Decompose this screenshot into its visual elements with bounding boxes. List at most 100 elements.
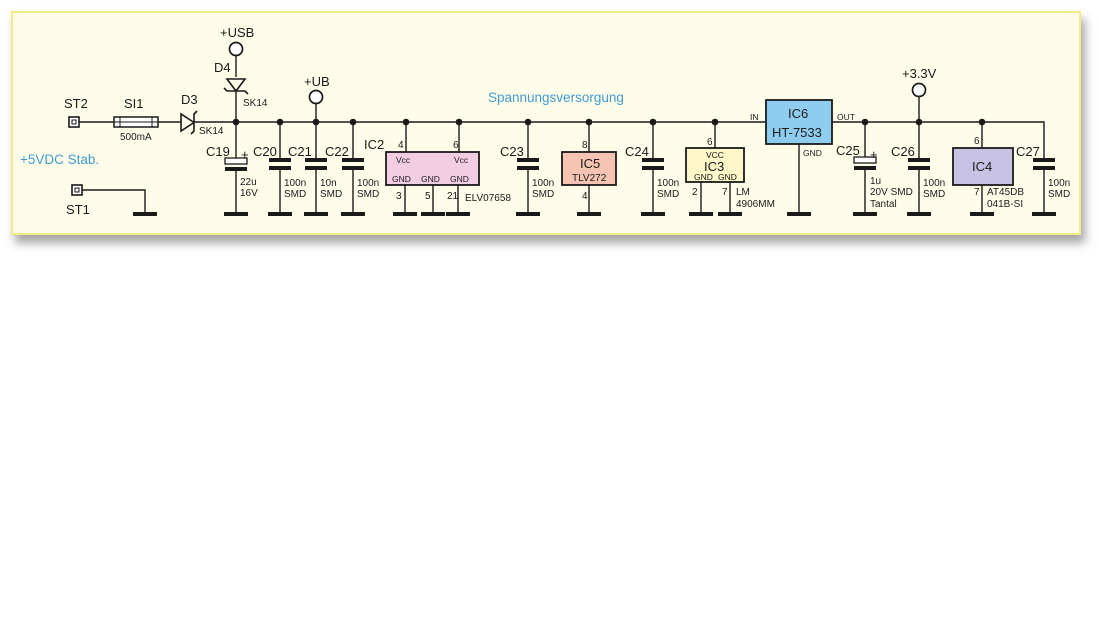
diode-d3-part: SK14 [199,126,224,137]
connector-st1-label: ST1 [66,202,90,217]
junction-dot [312,118,320,126]
ic3-body [685,147,745,183]
ic5-pin-4: 4 [582,191,588,202]
capacitor-c25-plus: + [870,147,878,162]
net-usb: +USB [220,25,254,57]
ic5-ref: IC5 [580,156,600,171]
net-3v3: +3.3V [902,66,937,98]
ic3-gnd1-label: GND [694,172,713,182]
capacitor-c22-value: 100n [357,178,379,189]
capacitor-c20-ref: C20 [253,144,277,159]
capacitor-c27-value: 100n [1048,178,1070,189]
capacitor-c21-ref: C21 [288,144,312,159]
ic3-part-line2: 4906MM [736,199,775,210]
ic2-vcc1-label: Vcc [396,155,411,165]
net-ub: +UB [304,74,330,105]
capacitor-c27-ref: C27 [1016,144,1040,159]
ic5-pin-8: 8 [582,140,588,151]
net-3v3-label: +3.3V [902,66,937,81]
ground-symbol [133,212,157,216]
wire-st1-ground [82,189,146,213]
ic2-pin-4: 4 [398,140,404,151]
ic6-ref: IC6 [788,106,808,121]
ic5: 8 IC5 TLV272 4 [561,122,617,216]
ic2: IC2 4 6 Vcc Vcc GND GND GND 3 5 21 ELV07… [364,122,511,216]
diagram-title: Spannungsversorgung [488,90,624,105]
capacitor-c25: C25 + 1u 20V SMD Tantal [836,122,913,216]
ic3-vcc-label: VCC [706,150,724,160]
capacitor-c20-type: SMD [284,189,306,200]
ic4-body [952,147,1014,186]
fuse-ref: SI1 [124,96,144,111]
ic4-ref: IC4 [972,159,992,174]
capacitor-c21-value: 10n [320,178,337,189]
ic6-in-label: IN [750,112,759,122]
ic2-body [385,151,480,186]
junction-dot [711,118,719,126]
ic2-pin-3: 3 [396,191,402,202]
capacitor-c19-plus: + [241,147,249,162]
ic2-pin-5: 5 [425,191,431,202]
junction-dot [349,118,357,126]
diode-d3-ref: D3 [181,92,198,107]
capacitor-c23-ref: C23 [500,144,524,159]
input-voltage-label: +5VDC Stab. [20,152,99,167]
junction-dot [455,118,463,126]
ic3-part-line1: LM [736,187,750,198]
ic2-pin-6: 6 [453,140,459,151]
capacitor-c25-voltage: 20V SMD [870,187,913,198]
ic3-pin-6: 6 [707,137,713,148]
capacitor-c27-type: SMD [1048,189,1070,200]
connector-st2-label: ST2 [64,96,88,111]
diode-d4-part: SK14 [243,98,268,109]
junction-dot [585,118,593,126]
junction-dot [861,118,869,126]
capacitor-c22-type: SMD [357,189,379,200]
junction-dot [524,118,532,126]
ic5-part: TLV272 [572,173,607,184]
ic2-gnd2-label: GND [421,174,440,184]
ic2-ref: IC2 [364,137,384,152]
capacitor-c25-value: 1u [870,176,881,187]
capacitor-c19-ref: C19 [206,144,230,159]
capacitor-c26-ref: C26 [891,144,915,159]
diode-d3: D3 SK14 [180,92,224,137]
junction-dot [649,118,657,126]
junction-dot [915,118,923,126]
ic6-body [765,99,833,145]
capacitor-c22-ref: C22 [325,144,349,159]
ic2-vcc2-label: Vcc [454,155,469,165]
junction-dot [978,118,986,126]
ic4-pin-7: 7 [974,187,980,198]
ic2-part: ELV07658 [465,193,511,204]
capacitor-c23-type: SMD [532,189,554,200]
capacitor-c20-value: 100n [284,178,306,189]
capacitor-c25-type: Tantal [870,199,897,210]
capacitor-c24-type: SMD [657,189,679,200]
junction-dot [276,118,284,126]
ic3-gnd2-label: GND [718,172,737,182]
ic3: 6 VCC IC3 GND GND 2 7 LM 4906MM [685,122,775,216]
ic4-part-line2: 041B-SI [987,199,1023,210]
capacitor-c23-value: 100n [532,178,554,189]
diode-d4: D4 SK14 [214,60,268,109]
ic6-part: HT-7533 [772,125,822,140]
capacitor-c25-ref: C25 [836,143,860,158]
diode-d4-ref: D4 [214,60,231,75]
net-ub-label: +UB [304,74,330,89]
capacitor-c19: C19 + 22u 16V [206,122,258,216]
fuse-value: 500mA [120,132,152,143]
schematic-panel [11,11,1081,235]
ic2-gnd3-label: GND [450,174,469,184]
net-usb-label: +USB [220,25,254,40]
capacitor-c19-value: 22u [240,177,257,188]
ic6-out-label: OUT [837,112,855,122]
ic6: IC6 HT-7533 IN OUT GND [750,99,855,216]
capacitor-c24-ref: C24 [625,144,649,159]
